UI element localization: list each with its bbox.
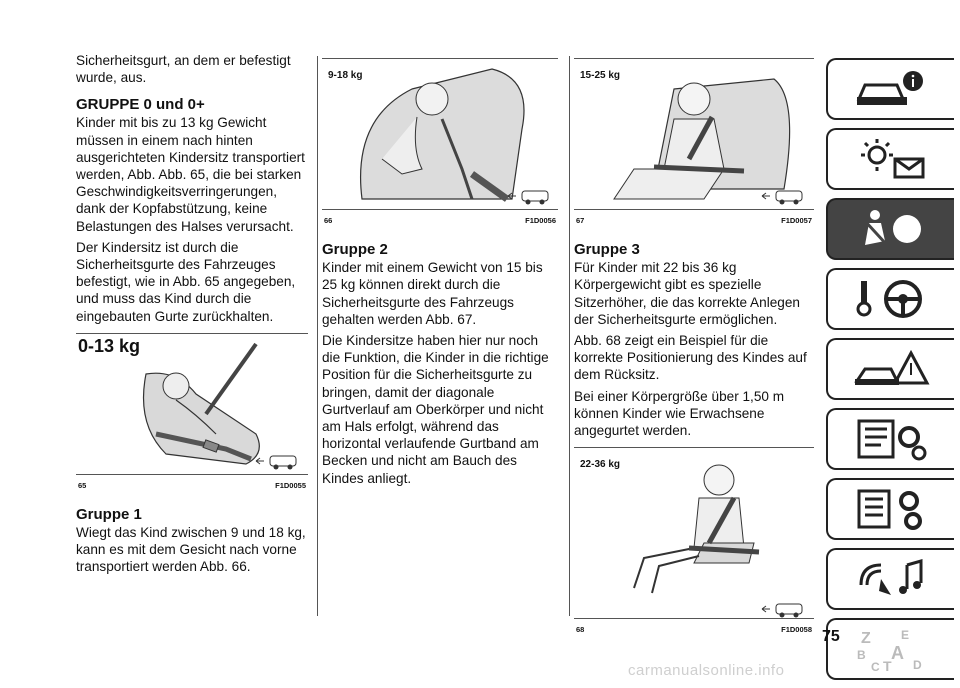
index-letter-t: T [883,658,892,673]
group-3-text-3: Bei einer Körpergröße über 1,50 m können… [574,388,785,439]
tab-multimedia[interactable] [826,548,954,610]
tab-warning-lights[interactable] [826,128,954,190]
tab-safety[interactable] [826,198,954,260]
figure-65-caption: 0-13 kg [78,335,141,356]
group-3-text-1: Für Kinder mit 22 bis 36 kg Körpergewich… [574,260,800,327]
booster-seat-child-illustration [613,78,803,205]
figure-66-footer: 66 F1D0056 [322,212,558,229]
group-2-text-2: Die Kindersitze haben hier nur noch die … [322,333,549,486]
infant-carrier-illustration [143,342,297,470]
maintenance-icon [857,419,927,461]
tab-index[interactable]: Z E B A C T D [826,618,954,680]
column-divider [569,56,570,616]
steering-key-icon [856,280,922,318]
figure-65: 0-13 kg [76,332,308,475]
figure-66-caption: 9-18 kg [328,70,363,81]
heading-group-0: GRUPPE 0 und 0+ [76,96,205,114]
page-number: 75 [822,628,840,645]
figure-68-caption: 22-36 kg [580,459,621,471]
figure-67-code: F1D0057 [781,216,812,225]
group-0-text-1: Kinder mit bis zu 13 kg Gewicht müssen i… [76,115,305,234]
car-icon [761,190,803,205]
figure-65-code: F1D0055 [275,480,306,490]
tab-starting-driving[interactable] [826,268,954,330]
figure-68-foot-area [761,603,803,618]
warning-lights-icon [861,139,925,179]
figure-65-footer: 65 F1D0055 [76,477,308,494]
figure-66-number: 66 [324,216,333,225]
technical-data-icon [857,489,922,530]
car-icon [507,190,549,205]
column-3: 15-25 kg 67 F1D0057 Gruppe 3 Für Kinder … [574,52,814,650]
heading-group-2: Gruppe 2 [322,241,388,259]
toddler-seat-illustration [360,68,549,205]
index-letter-e: E [901,628,909,642]
index-letter-a: A [891,643,904,663]
figure-66: 9-18 kg [322,58,558,210]
index-letter-z: Z [861,630,871,647]
tab-car-info[interactable] [826,58,954,120]
heading-group-3: Gruppe 3 [574,241,640,259]
figure-67-number: 67 [576,216,585,225]
tab-technical-data[interactable] [826,478,954,540]
group-0-text-2: Der Kindersitz ist durch die Sicherheits… [76,239,296,324]
figure-68: 22-36 kg [574,447,814,620]
group-3-text-2: Abb. 68 zeigt ein Beispiel für die korre… [574,333,807,383]
index-letter-c: C [871,660,880,673]
tab-maintenance[interactable] [826,408,954,470]
index-letter-d: D [913,658,922,672]
index-icon: Z E B A C T D [857,628,922,673]
car-icon [761,603,803,618]
figure-67-footer: 67 F1D0057 [574,212,814,229]
tab-emergency[interactable] [826,338,954,400]
heading-group-1: Gruppe 1 [76,506,142,524]
chapter-tabs: Z E B A C T D [826,58,956,688]
figure-68-footer: 68 F1D0058 [574,621,814,638]
seat-cushion-child-illustration [633,464,760,594]
car-info-icon [856,71,923,105]
column-1: Sicherheitsgurt, an dem er befestigt wur… [76,52,308,580]
figure-68-code: F1D0058 [781,625,812,635]
car-icon [255,455,297,470]
figure-67: 15-25 kg [574,58,814,210]
intro-text: Sicherheitsgurt, an dem er befestigt wur… [76,53,291,86]
emergency-icon [854,349,930,385]
watermark-text: carmanualsonline.info [628,662,785,679]
figure-67-caption: 15-25 kg [580,70,621,81]
column-2: 9-18 kg 66 F1D0056 Gruppe 2 Kinder mit e… [322,52,558,491]
multimedia-icon [859,559,923,595]
figure-65-number: 65 [78,480,87,490]
column-divider [317,56,318,616]
figure-66-code: F1D0056 [525,216,556,225]
figure-68-number: 68 [576,625,585,635]
index-letter-b: B [857,648,866,662]
group-1-text: Wiegt das Kind zwischen 9 und 18 kg, kan… [76,525,306,575]
group-2-text-1: Kinder mit einem Gewicht von 15 bis 25 k… [322,260,543,327]
airbag-safety-icon [863,210,921,247]
